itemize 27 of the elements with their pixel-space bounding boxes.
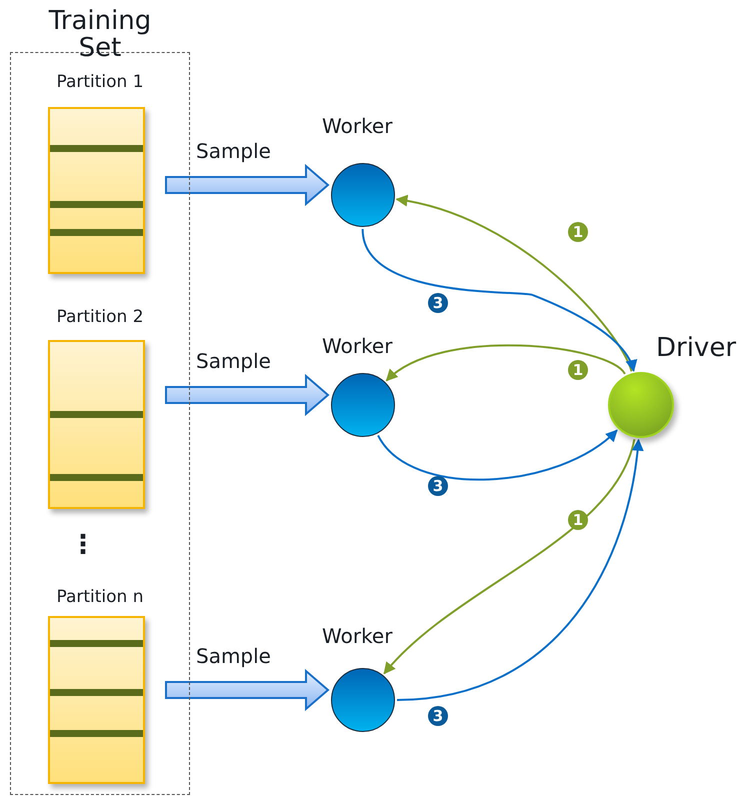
edge-label: Sample bbox=[196, 349, 271, 373]
ellipsis-mark: ⋮ bbox=[70, 532, 96, 558]
partition-label: Partition 2 bbox=[55, 309, 145, 327]
node-label: Driver bbox=[656, 333, 736, 363]
curved-arrow bbox=[396, 438, 644, 701]
partition-label: Partition n bbox=[55, 589, 145, 607]
step-number-badge: 3 bbox=[428, 293, 448, 313]
block-arrow bbox=[165, 164, 330, 206]
step-number-badge: 1 bbox=[568, 360, 588, 380]
step-number-badge: 1 bbox=[568, 510, 588, 530]
curved-arrow bbox=[396, 195, 632, 372]
partition-label: Partition 1 bbox=[55, 74, 145, 92]
node-label: Worker bbox=[322, 334, 392, 358]
node-label: Worker bbox=[322, 114, 392, 138]
step-number-badge: 3 bbox=[428, 706, 448, 726]
curved-arrow bbox=[383, 439, 636, 674]
block-arrow bbox=[165, 668, 330, 712]
group-heading: Training Set bbox=[48, 8, 152, 63]
step-number-badge: 1 bbox=[568, 222, 588, 242]
edge-label: Sample bbox=[196, 139, 271, 163]
curved-arrow bbox=[386, 344, 626, 382]
curved-arrow bbox=[377, 430, 618, 480]
block-arrow bbox=[165, 374, 330, 416]
node-label: Worker bbox=[322, 624, 392, 648]
step-number-badge: 3 bbox=[428, 476, 448, 496]
edge-label: Sample bbox=[196, 644, 271, 668]
curved-arrow bbox=[362, 228, 636, 372]
